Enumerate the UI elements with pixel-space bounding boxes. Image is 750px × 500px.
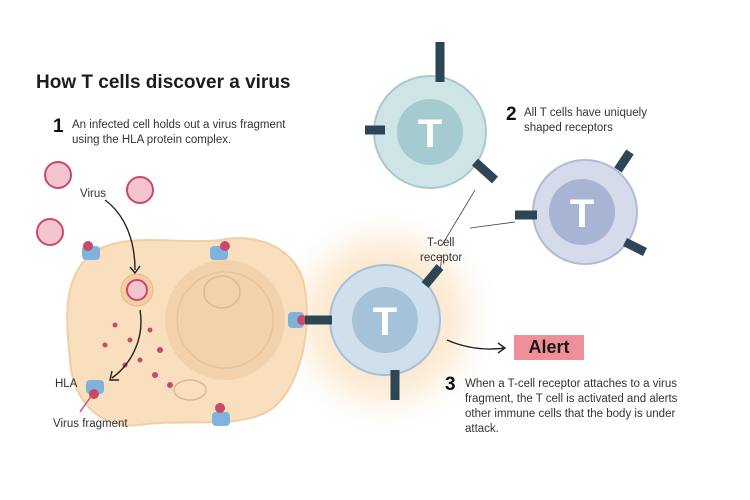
t-cell-activated — [305, 264, 444, 400]
alert-badge: Alert — [514, 335, 584, 360]
virus-icon — [44, 161, 72, 189]
step-3-line: other immune cells that the body is unde… — [465, 408, 676, 420]
t-cell-letter: T — [418, 112, 442, 156]
t-cell-letter: T — [570, 192, 594, 236]
virus-icon — [126, 176, 154, 204]
step-1-line: An infected cell holds out a virus fragm… — [72, 119, 286, 131]
t-cell-right — [515, 149, 648, 265]
arrow — [111, 309, 142, 379]
step-number: 2 — [506, 104, 517, 125]
step-number: 3 — [445, 374, 456, 395]
virus-label: Virus — [80, 188, 106, 200]
hla-complex — [82, 241, 307, 426]
mitochondrion-icon — [203, 275, 241, 309]
t-cell-top — [365, 42, 499, 189]
arrow — [446, 339, 506, 350]
virus-fragment-label: Virus fragment — [53, 418, 128, 430]
step-3-line: fragment, the T cell is activated and al… — [465, 393, 678, 405]
virus-fragments — [102, 322, 173, 388]
hla-label: HLA — [55, 378, 78, 390]
page-title: How T cells discover a virus — [36, 72, 291, 93]
step-3-line: When a T-cell receptor attaches to a vir… — [465, 378, 677, 390]
mitochondrion-icon — [173, 379, 207, 401]
step-2-line: shaped receptors — [524, 122, 613, 134]
tcell-receptor-label: receptor — [420, 252, 463, 264]
step-3-line: attack. — [465, 423, 499, 435]
t-cell-letter: T — [373, 300, 397, 344]
step-1-line: using the HLA protein complex. — [72, 134, 232, 146]
step-2-line: All T cells have uniquely — [524, 107, 647, 119]
tcell-receptor-label: T-cell — [427, 237, 455, 249]
infected-cell — [66, 237, 308, 427]
nucleus — [165, 260, 285, 380]
arrow — [104, 199, 136, 271]
virus-icon — [126, 279, 148, 301]
virus-icon — [36, 218, 64, 246]
step-number: 1 — [53, 116, 64, 137]
